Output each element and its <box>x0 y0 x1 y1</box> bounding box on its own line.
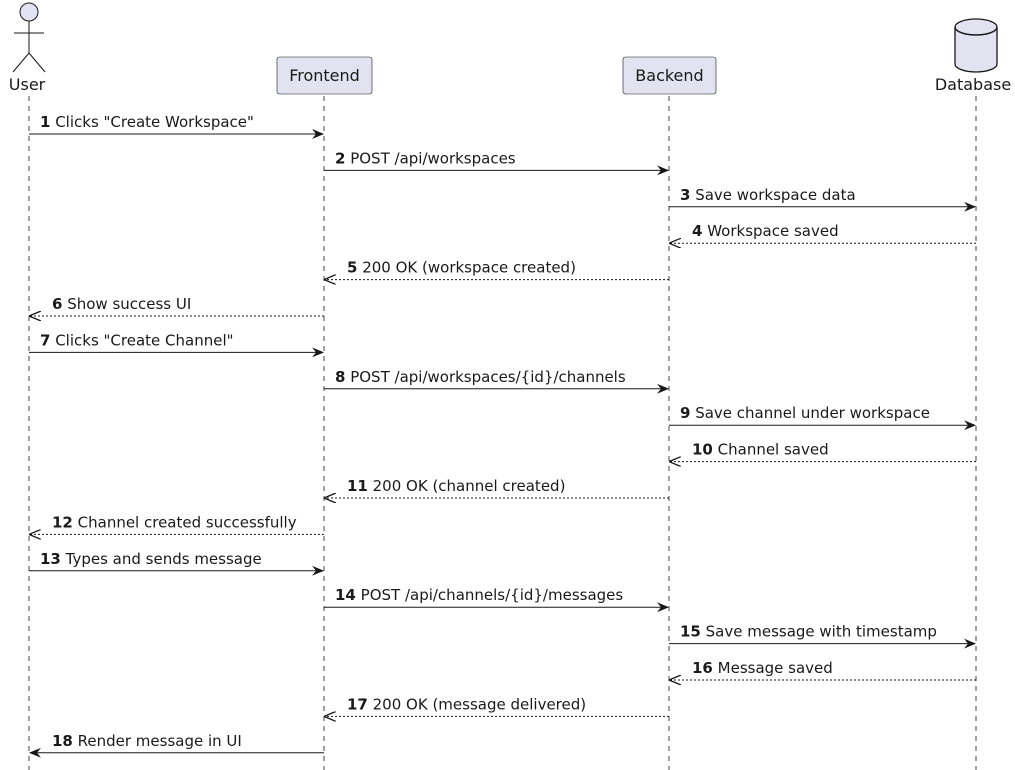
message-label: 7 Clicks "Create Channel" <box>40 331 234 349</box>
message-text: Message saved <box>713 659 833 677</box>
message-number: 14 <box>335 586 356 604</box>
message-12: 12 Channel created successfully <box>30 513 324 534</box>
message-9: 9 Save channel under workspace <box>669 404 976 431</box>
message-number: 10 <box>692 441 713 459</box>
message-number: 12 <box>52 513 73 531</box>
message-text: 200 OK (channel created) <box>368 477 566 495</box>
message-label: 17 200 OK (message delivered) <box>347 695 586 713</box>
participant-backend: Backend <box>622 56 717 95</box>
messages: 1 Clicks "Create Workspace" 2 POST /api/w… <box>29 113 976 758</box>
message-4: 4 Workspace saved <box>670 222 976 243</box>
actor-icon <box>12 2 46 73</box>
message-text: POST /api/channels/{id}/messages <box>356 586 624 604</box>
message-16: 16 Message saved <box>670 659 976 680</box>
message-number: 13 <box>40 550 61 568</box>
message-label: 6 Show success UI <box>52 295 191 313</box>
message-label: 8 POST /api/workspaces/{id}/channels <box>335 368 626 386</box>
message-label: 12 Channel created successfully <box>52 513 297 531</box>
message-7: 7 Clicks "Create Channel" <box>29 331 324 358</box>
message-number: 18 <box>52 732 73 750</box>
message-number: 2 <box>335 149 345 167</box>
participant-database-label: Database <box>935 75 1011 94</box>
message-label: 2 POST /api/workspaces <box>335 149 516 167</box>
message-10: 10 Channel saved <box>670 441 976 462</box>
message-text: Channel saved <box>713 441 829 459</box>
message-label: 18 Render message in UI <box>52 732 242 750</box>
message-text: 200 OK (workspace created) <box>357 259 576 277</box>
message-number: 9 <box>680 404 690 422</box>
participant-backend-box <box>622 56 717 95</box>
message-number: 11 <box>347 477 368 495</box>
message-text: Render message in UI <box>73 732 242 750</box>
message-number: 6 <box>52 295 62 313</box>
message-label: 10 Channel saved <box>692 441 829 459</box>
message-text: 200 OK (message delivered) <box>368 695 586 713</box>
participant-user: User <box>9 2 46 94</box>
message-text: Types and sends message <box>61 550 262 568</box>
message-label: 15 Save message with timestamp <box>680 623 937 641</box>
message-text: Clicks "Create Channel" <box>50 331 233 349</box>
message-13: 13 Types and sends message <box>29 550 324 576</box>
message-15: 15 Save message with timestamp <box>669 623 976 649</box>
message-number: 17 <box>347 695 368 713</box>
message-number: 4 <box>692 222 702 240</box>
message-label: 14 POST /api/channels/{id}/messages <box>335 586 623 604</box>
message-label: 4 Workspace saved <box>692 222 839 240</box>
participant-user-label: User <box>9 75 46 94</box>
message-8: 8 POST /api/workspaces/{id}/channels <box>324 368 669 394</box>
message-5: 5 200 OK (workspace created) <box>325 259 669 280</box>
message-1: 1 Clicks "Create Workspace" <box>29 113 324 139</box>
message-text: POST /api/workspaces <box>345 149 515 167</box>
participant-backend-label: Backend <box>635 66 703 85</box>
message-11: 11 200 OK (channel created) <box>325 477 669 498</box>
message-text: Clicks "Create Workspace" <box>50 113 254 131</box>
message-text: Show success UI <box>62 295 191 313</box>
message-6: 6 Show success UI <box>30 295 324 316</box>
message-label: 16 Message saved <box>692 659 833 677</box>
message-number: 7 <box>40 331 50 349</box>
lifelines <box>28 96 977 770</box>
message-number: 5 <box>347 259 357 277</box>
message-17: 17 200 OK (message delivered) <box>325 695 669 716</box>
database-icon <box>954 18 998 73</box>
message-text: Save message with timestamp <box>701 623 937 641</box>
message-text: Channel created successfully <box>73 513 297 531</box>
message-text: Workspace saved <box>702 222 838 240</box>
message-label: 1 Clicks "Create Workspace" <box>40 113 254 131</box>
message-text: POST /api/workspaces/{id}/channels <box>345 368 625 386</box>
message-label: 11 200 OK (channel created) <box>347 477 565 495</box>
message-number: 15 <box>680 623 701 641</box>
message-label: 5 200 OK (workspace created) <box>347 259 576 277</box>
message-18: 18 Render message in UI <box>29 732 324 758</box>
message-label: 13 Types and sends message <box>40 550 262 568</box>
message-number: 16 <box>692 659 713 677</box>
message-text: Save channel under workspace <box>690 404 929 422</box>
message-text: Save workspace data <box>690 186 855 204</box>
message-number: 1 <box>40 113 50 131</box>
participant-frontend-label: Frontend <box>289 66 360 85</box>
message-label: 3 Save workspace data <box>680 186 856 204</box>
message-label: 9 Save channel under workspace <box>680 404 930 422</box>
participant-frontend: Frontend <box>276 56 373 95</box>
message-14: 14 POST /api/channels/{id}/messages <box>324 586 669 613</box>
message-number: 8 <box>335 368 345 386</box>
message-3: 3 Save workspace data <box>669 186 976 212</box>
message-number: 3 <box>680 186 690 204</box>
participant-frontend-box <box>276 56 373 95</box>
message-2: 2 POST /api/workspaces <box>324 149 669 176</box>
participant-database: Database <box>935 18 1011 94</box>
